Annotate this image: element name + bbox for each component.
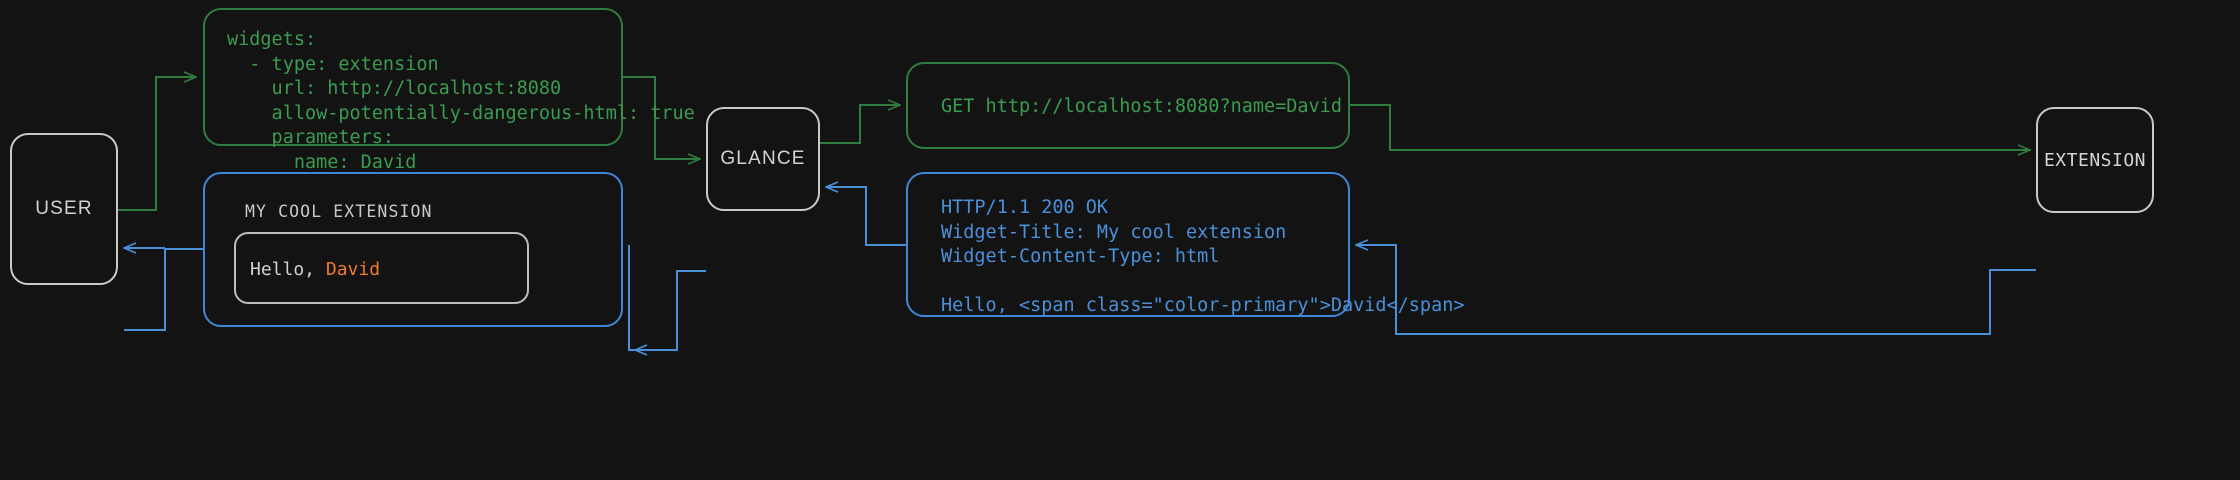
panel-http-request: GET http://localhost:8080?name=David xyxy=(906,62,1350,149)
node-extension[interactable]: EXTENSION xyxy=(2036,107,2154,213)
node-user[interactable]: USER xyxy=(10,133,118,285)
wire-user-to-config xyxy=(118,77,196,211)
yaml-config-text: widgets: - type: extension url: http://l… xyxy=(227,29,695,173)
widget-title: MY COOL EXTENSION xyxy=(245,202,433,221)
widget-greeting: Hello, David xyxy=(250,259,380,280)
node-extension-label: EXTENSION xyxy=(2043,149,2147,171)
wire-widget-to-user xyxy=(124,248,203,331)
widget-content-box: Hello, David xyxy=(234,232,529,304)
panel-http-response: HTTP/1.1 200 OK Widget-Title: My cool ex… xyxy=(906,172,1464,317)
widget-greeting-prefix: Hello, xyxy=(250,259,326,280)
node-glance[interactable]: GLANCE xyxy=(706,107,820,211)
http-request-text: GET http://localhost:8080?name=David xyxy=(941,96,1342,117)
panel-yaml-config: widgets: - type: extension url: http://l… xyxy=(203,8,695,173)
wire-glance-to-request xyxy=(820,105,900,144)
node-glance-label: GLANCE xyxy=(720,148,806,169)
wire-glance-to-widget xyxy=(628,245,706,351)
wire-response-to-glance xyxy=(826,187,906,246)
node-user-label: USER xyxy=(35,198,93,219)
panel-rendered-widget: MY COOL EXTENSION Hello, David xyxy=(203,172,623,327)
wire-request-to-extension xyxy=(1350,104,2030,150)
http-response-text: HTTP/1.1 200 OK Widget-Title: My cool ex… xyxy=(941,197,1465,316)
widget-greeting-name: David xyxy=(325,259,381,280)
